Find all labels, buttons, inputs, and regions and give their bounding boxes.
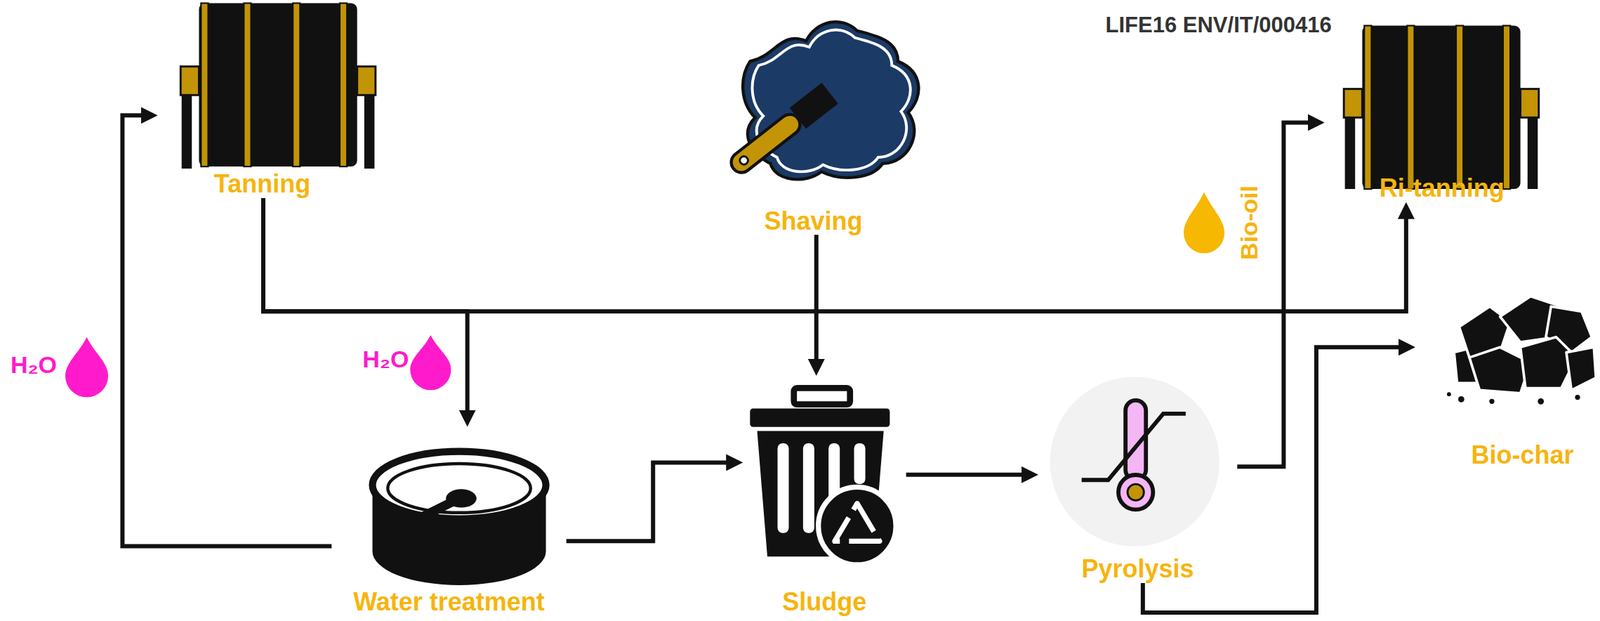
recycle-badge: [818, 486, 896, 564]
rock-dust: [1446, 391, 1452, 396]
drum-band: [292, 3, 300, 168]
drum-band: [1456, 25, 1464, 189]
bin-slot: [777, 443, 790, 533]
pyrolysis-icon: [1050, 376, 1220, 546]
flow-label: Bio-oil: [1237, 185, 1264, 260]
knife-handle: [727, 110, 805, 177]
bin-lid: [749, 408, 890, 427]
drum-hub: [1520, 89, 1539, 118]
knife-rivet: [737, 154, 750, 166]
drum-body: [1362, 25, 1520, 189]
node-label: Bio-char: [1471, 440, 1575, 469]
drum-hub: [180, 66, 199, 96]
bin-icon: [749, 387, 896, 564]
clarifier-tooth: [410, 522, 415, 534]
flow-arrow: [814, 234, 819, 369]
node-label: Pyrolysis: [1081, 554, 1195, 583]
bin-handle: [794, 387, 851, 404]
clarifier-inner: [387, 463, 531, 513]
rock-dust: [1458, 395, 1465, 403]
clarifier-tooth: [422, 516, 427, 528]
drum-leg: [1345, 117, 1356, 189]
flow-arrow: [906, 472, 1032, 477]
process-node: Water treatment: [331, 426, 566, 616]
drum-band: [243, 3, 251, 168]
drum-icon: [1343, 25, 1539, 189]
drum-band: [1406, 25, 1414, 189]
project-code: LIFE16 ENV/IT/000416: [1105, 13, 1332, 38]
drum-hub: [1343, 89, 1363, 118]
node-label: Water treatment: [353, 587, 545, 616]
hide-shape: [742, 21, 919, 180]
process-node: Bio-char: [1415, 294, 1600, 469]
flow-arrow: [263, 197, 468, 420]
process-node: Sludge: [742, 375, 907, 616]
node-label: Sludge: [782, 587, 867, 616]
flow-arrow: [1237, 122, 1318, 467]
clarifier-arm: [400, 499, 455, 528]
drum-band: [1364, 25, 1372, 189]
knife-icon: [725, 82, 839, 180]
rock-dust: [1574, 394, 1580, 400]
bin-slot: [803, 443, 815, 533]
process-node: Shaving: [711, 15, 916, 235]
drum-hub: [357, 66, 376, 96]
biochar-icon: [1446, 296, 1596, 405]
knife-blade: [789, 82, 839, 130]
rock: [1566, 346, 1596, 390]
hide-outline: [752, 30, 911, 173]
oil-drop: [1183, 191, 1225, 253]
drum-icon: [180, 3, 376, 169]
clarifier-rim: [372, 451, 547, 519]
clarifier-icon: [372, 451, 547, 585]
flow-label: H₂O: [10, 352, 57, 379]
recycle-symbol: [834, 503, 880, 542]
thermometer-bulb: [1118, 474, 1153, 509]
water-drop: [65, 336, 109, 398]
bin-slot: [854, 443, 866, 484]
node-label: Ri-tanning: [1379, 174, 1505, 203]
flow-arrow: [263, 197, 1407, 312]
shaving-icon: [725, 21, 919, 180]
drum-leg: [1527, 117, 1539, 189]
process-node: Ri-tanning: [1324, 25, 1560, 202]
rock-dust: [1537, 398, 1544, 405]
drum-leg: [181, 94, 193, 169]
drum-body: [198, 3, 357, 168]
process-node: Tanning: [157, 4, 368, 198]
flow-arrow: [122, 115, 332, 546]
node-label: Shaving: [763, 207, 863, 236]
drum-band: [1503, 25, 1511, 189]
water-drop: [410, 334, 451, 390]
drum-band: [339, 3, 347, 168]
flow-arrow: [566, 461, 736, 541]
rock-dust: [1489, 398, 1494, 404]
process-node: Pyrolysis: [1038, 373, 1238, 583]
clarifier-hub: [445, 488, 477, 507]
flow-label: H₂O: [362, 346, 409, 373]
clarifier-tooth: [434, 510, 439, 522]
drum-band: [200, 3, 208, 168]
drum-leg: [364, 94, 375, 169]
pyrolysis-disc: [1050, 376, 1220, 546]
node-label: Tanning: [214, 169, 311, 198]
thermometer-core: [1127, 483, 1144, 500]
temperature-line: [1081, 413, 1186, 480]
